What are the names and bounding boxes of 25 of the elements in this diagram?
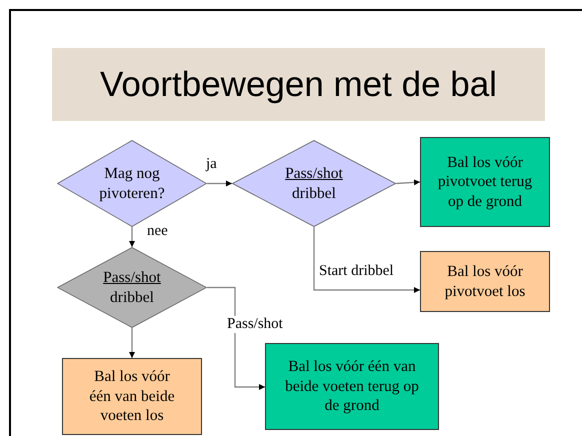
node-text: dribbel [292, 184, 336, 203]
edge-label: Pass/shot [226, 316, 284, 332]
title: Voortbewegen met de bal [52, 48, 545, 121]
decision-diamond [232, 140, 396, 227]
arrow [207, 180, 232, 186]
process-box [62, 358, 202, 435]
arrow [396, 179, 420, 186]
node-text: Bal los vóór één van beide voeten terug op de grond [284, 357, 420, 416]
process-box [420, 137, 550, 227]
node-text: Pass/shot [285, 164, 343, 184]
process-box [420, 251, 550, 312]
node-text: Bal los vóór één van beide voeten los [88, 367, 176, 426]
arrow [207, 286, 265, 390]
process-box [265, 343, 439, 430]
arrow [129, 328, 135, 358]
arrow [129, 227, 135, 247]
edge-label: ja [205, 156, 218, 172]
node-text: Pass/shot [103, 268, 161, 288]
decision-diamond [57, 140, 207, 227]
node-text: Bal los vóór pivotvoet terug op de grond [436, 152, 534, 212]
node-text: dribbel [110, 288, 154, 307]
arrow [313, 227, 420, 293]
node-text: Mag nog pivoteren? [98, 164, 166, 203]
node-text: Bal los vóór pivotvoet los [444, 262, 526, 301]
decision-diamond [57, 247, 207, 328]
